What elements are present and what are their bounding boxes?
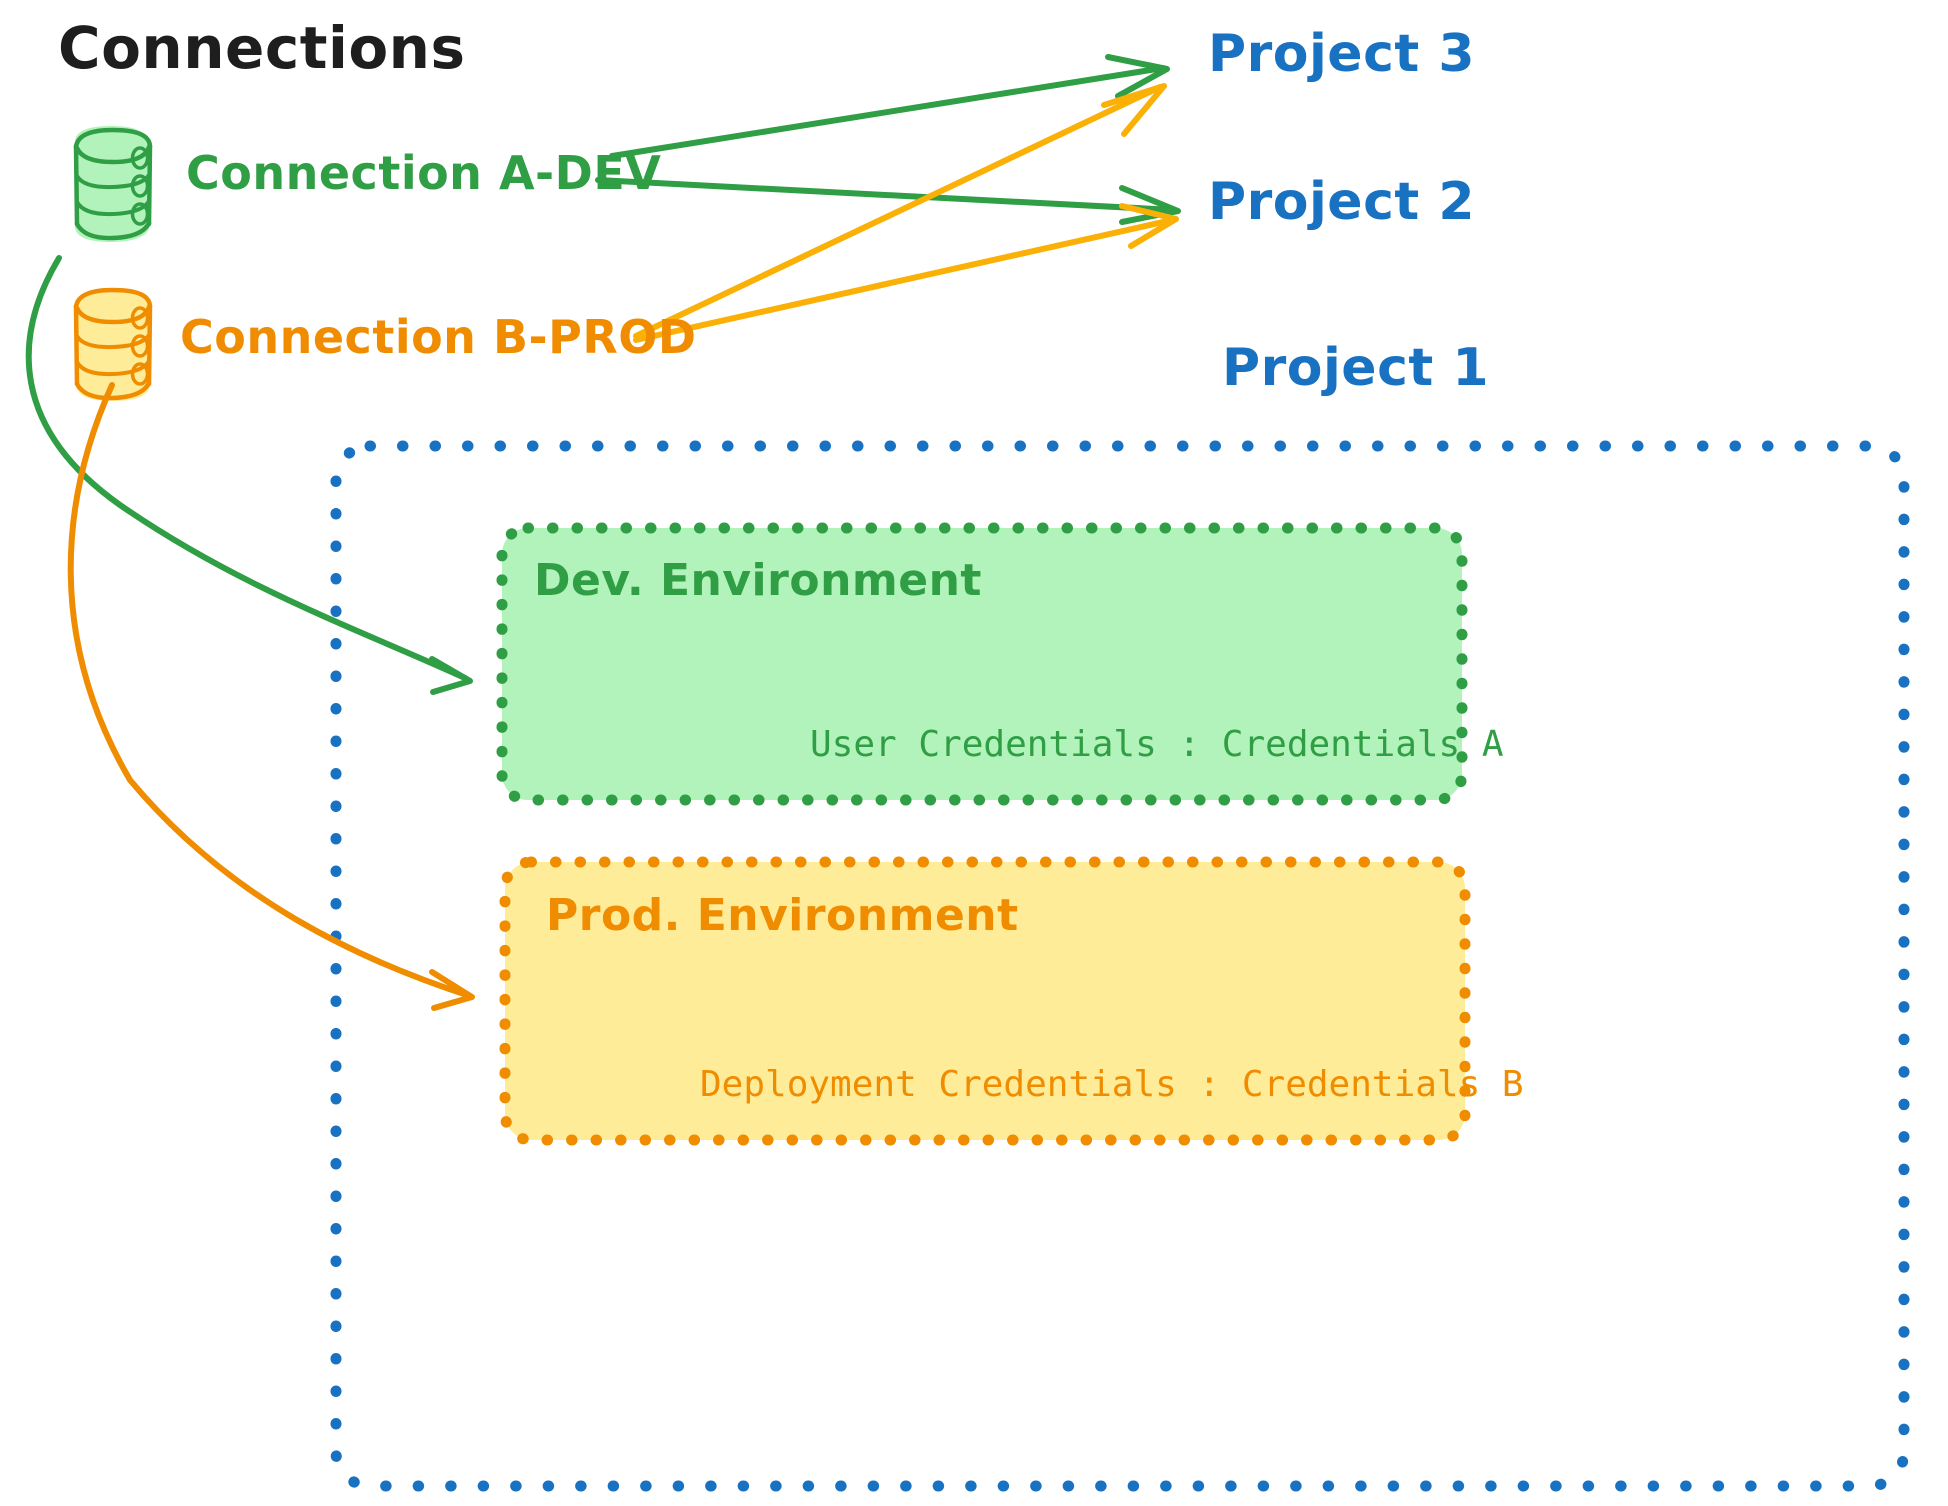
arrow-conn-a-to-dev-environment <box>25 255 473 695</box>
prod-environment-credentials: Deployment Credentials : Credentials B <box>700 1064 1524 1105</box>
page-title: Connections <box>58 14 466 82</box>
connection-b-prod-label[interactable]: Connection B-PROD <box>180 310 697 364</box>
prod-environment-box[interactable] <box>499 856 1471 1146</box>
project-3-label[interactable]: Project 3 <box>1208 24 1476 84</box>
arrow-conn-b-to-project-2 <box>633 203 1179 343</box>
prod-environment-title: Prod. Environment <box>546 890 1019 941</box>
project-2-label[interactable]: Project 2 <box>1208 172 1476 232</box>
arrow-conn-b-to-project-3 <box>633 83 1167 339</box>
connection-a-dev-label[interactable]: Connection A-DEV <box>186 146 662 200</box>
arrow-conn-a-to-project-2 <box>595 177 1181 225</box>
database-cylinder-icon-orange <box>73 287 153 401</box>
dev-environment-credentials: User Credentials : Credentials A <box>810 724 1504 765</box>
dev-environment-box[interactable] <box>496 522 1468 806</box>
project-1-label[interactable]: Project 1 <box>1222 338 1490 398</box>
database-cylinder-icon-green <box>73 126 153 242</box>
arrow-conn-a-to-project-3 <box>609 54 1170 159</box>
dev-environment-title: Dev. Environment <box>534 555 982 606</box>
project-1-container-border <box>330 440 1910 1492</box>
arrow-conn-b-to-prod-environment <box>67 382 475 1011</box>
